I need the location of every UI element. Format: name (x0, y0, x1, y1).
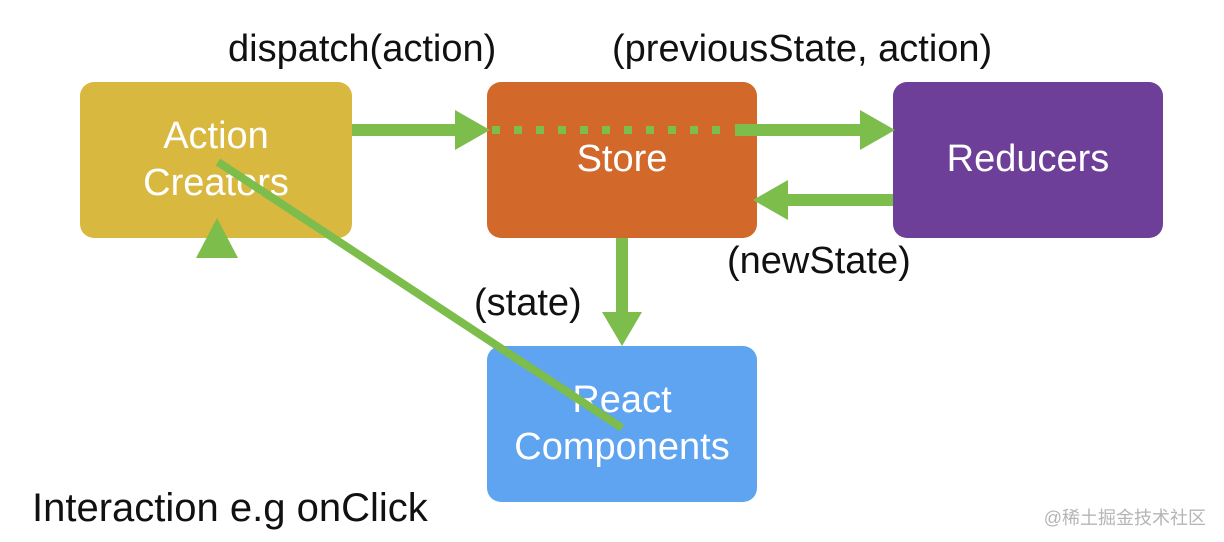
reducers-box: Reducers (893, 82, 1163, 238)
react-components-label-line2: Components (514, 426, 730, 468)
action-creators-label-line2: Creators (143, 162, 289, 204)
action-creators-label-line1: Action (163, 114, 269, 157)
reduce-arrow (735, 110, 895, 150)
react-components-label-line1: React (572, 378, 672, 421)
dispatch-action-label: dispatch(action) (228, 28, 497, 70)
watermark: @稀土掘金技术社区 (1043, 508, 1206, 528)
store-label: Store (576, 138, 668, 181)
store-box: Store (487, 82, 757, 238)
state-arrow (602, 238, 642, 346)
reducers-label: Reducers (946, 138, 1110, 181)
new-state-label: (newState) (727, 240, 911, 282)
react-components-box: React Components (487, 346, 757, 502)
previous-state-action-label: (previousState, action) (612, 28, 993, 70)
new-state-arrow (753, 180, 893, 220)
state-label: (state) (474, 282, 582, 324)
action-creators-box: Action Creators (80, 82, 352, 238)
dispatch-arrow (352, 110, 490, 150)
interaction-label: Interaction e.g onClick (32, 486, 428, 530)
